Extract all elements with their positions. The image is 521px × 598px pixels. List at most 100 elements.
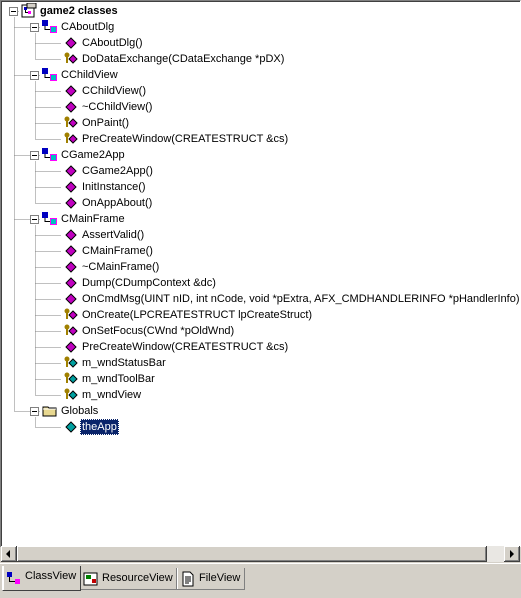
tree-root[interactable]: game2 classes [1, 2, 520, 19]
tree-item-label[interactable]: CMainFrame() [82, 245, 153, 257]
tree-item-label[interactable]: InitInstance() [82, 181, 146, 193]
tree-leaf[interactable]: PreCreateWindow(CREATESTRUCT &cs) [1, 339, 520, 355]
tree-item-label[interactable]: CGame2App() [82, 165, 153, 177]
tree-leaf[interactable]: AssertValid() [1, 227, 520, 243]
tree-item-label[interactable]: OnCmdMsg(UINT nID, int nCode, void *pExt… [82, 293, 520, 305]
tree-item-label[interactable]: CChildView() [82, 85, 146, 97]
tab-classview[interactable]: ClassView [2, 566, 82, 591]
class-icon [42, 19, 58, 35]
tree-leaf[interactable]: CMainFrame() [1, 243, 520, 259]
tree-item-label[interactable]: ~CMainFrame() [82, 261, 160, 273]
tree-item-label[interactable]: OnAppAbout() [82, 197, 153, 209]
collapse-toggle[interactable] [30, 71, 39, 80]
fileview-icon [182, 571, 194, 587]
tree-node[interactable]: CChildView [1, 67, 520, 83]
folder-icon [42, 403, 58, 419]
tree-item-label[interactable]: ~CChildView() [82, 101, 153, 113]
collapse-toggle[interactable] [30, 23, 39, 32]
tree-leaf[interactable]: PreCreateWindow(CREATESTRUCT &cs) [1, 131, 520, 147]
tree-leaf[interactable]: theApp [1, 419, 520, 435]
collapse-toggle[interactable] [30, 215, 39, 224]
public-method-icon [63, 339, 79, 355]
tree-item-label[interactable]: m_wndView [82, 389, 142, 401]
tree-item-label[interactable]: game2 classes [40, 5, 118, 17]
tree-node[interactable]: CGame2App [1, 147, 520, 163]
tree-leaf[interactable]: m_wndView [1, 387, 520, 403]
tree-leaf[interactable]: ~CMainFrame() [1, 259, 520, 275]
horizontal-scrollbar[interactable] [1, 546, 520, 562]
collapse-toggle[interactable] [9, 7, 18, 16]
tree-leaf[interactable]: CChildView() [1, 83, 520, 99]
public-method-icon [63, 291, 79, 307]
tree-leaf[interactable]: InitInstance() [1, 179, 520, 195]
tree-node[interactable]: CMainFrame [1, 211, 520, 227]
tab-label: ResourceView [102, 572, 173, 584]
scroll-left-button[interactable] [1, 546, 17, 562]
tree-leaf[interactable]: OnPaint() [1, 115, 520, 131]
tree-item-label[interactable]: CChildView [61, 69, 118, 81]
tree-item-label[interactable]: CMainFrame [61, 213, 125, 225]
tree-leaf[interactable]: Dump(CDumpContext &dc) [1, 275, 520, 291]
public-method-icon [63, 275, 79, 291]
public-method-icon [63, 99, 79, 115]
tree-item-label[interactable]: CAboutDlg [61, 21, 115, 33]
tree-item-label[interactable]: theApp [80, 419, 119, 435]
tree-leaf[interactable]: DoDataExchange(CDataExchange *pDX) [1, 51, 520, 67]
tree-node[interactable]: CAboutDlg [1, 19, 520, 35]
protected-method-icon [63, 51, 79, 67]
tree-item-label[interactable]: Dump(CDumpContext &dc) [82, 277, 216, 289]
tree-item-label[interactable]: CAboutDlg() [82, 37, 143, 49]
protected-method-icon [63, 307, 79, 323]
tree-item-label[interactable]: DoDataExchange(CDataExchange *pDX) [82, 53, 285, 65]
public-method-icon [63, 195, 79, 211]
tab-label: ClassView [25, 570, 77, 582]
collapse-toggle[interactable] [30, 151, 39, 160]
resourceview-icon [83, 572, 98, 586]
tree-leaf[interactable]: OnAppAbout() [1, 195, 520, 211]
tree-item-label[interactable]: m_wndToolBar [82, 373, 155, 385]
class-icon [42, 67, 58, 83]
public-method-icon [63, 227, 79, 243]
tree-item-label[interactable]: OnSetFocus(CWnd *pOldWnd) [82, 325, 235, 337]
public-method-icon [63, 179, 79, 195]
arrow-right-icon [510, 550, 514, 558]
tree-item-label[interactable]: m_wndStatusBar [82, 357, 166, 369]
tab-resourceview[interactable]: ResourceView [79, 568, 178, 590]
arrow-left-icon [6, 550, 10, 558]
tree-leaf[interactable]: CAboutDlg() [1, 35, 520, 51]
tree-leaf[interactable]: ~CChildView() [1, 99, 520, 115]
tree-item-label[interactable]: OnPaint() [82, 117, 130, 129]
protected-method-icon [63, 131, 79, 147]
project-classes-icon [21, 2, 37, 19]
tree-item-label[interactable]: PreCreateWindow(CREATESTRUCT &cs) [82, 341, 289, 353]
public-method-icon [63, 243, 79, 259]
tab-label: FileView [199, 572, 241, 584]
tree-item-label[interactable]: AssertValid() [82, 229, 145, 241]
tree-node[interactable]: Globals [1, 403, 520, 419]
tree-item-label[interactable]: CGame2App [61, 149, 125, 161]
protected-method-icon [63, 323, 79, 339]
tree-item-label[interactable]: Globals [61, 405, 99, 417]
protected-member-icon [63, 371, 79, 387]
global-variable-icon [63, 419, 79, 435]
scroll-right-button[interactable] [504, 546, 520, 562]
public-method-icon [63, 83, 79, 99]
protected-member-icon [63, 355, 79, 371]
public-method-icon [63, 35, 79, 51]
workspace-tab-bar: ClassView ResourceView FileView [0, 563, 521, 598]
tree-connector-lines [13, 11, 62, 428]
tree-leaf[interactable]: OnCmdMsg(UINT nID, int nCode, void *pExt… [1, 291, 520, 307]
tree-leaf[interactable]: m_wndStatusBar [1, 355, 520, 371]
collapse-toggle[interactable] [30, 407, 39, 416]
tree-leaf[interactable]: m_wndToolBar [1, 371, 520, 387]
scrollbar-thumb[interactable] [17, 546, 487, 562]
tree-item-label[interactable]: OnCreate(LPCREATESTRUCT lpCreateStruct) [82, 309, 313, 321]
tree-leaf[interactable]: OnCreate(LPCREATESTRUCT lpCreateStruct) [1, 307, 520, 323]
tree-leaf[interactable]: OnSetFocus(CWnd *pOldWnd) [1, 323, 520, 339]
public-method-icon [63, 259, 79, 275]
public-method-icon [63, 163, 79, 179]
tree-item-label[interactable]: PreCreateWindow(CREATESTRUCT &cs) [82, 133, 289, 145]
tab-fileview[interactable]: FileView [176, 568, 246, 590]
tree-leaf[interactable]: CGame2App() [1, 163, 520, 179]
